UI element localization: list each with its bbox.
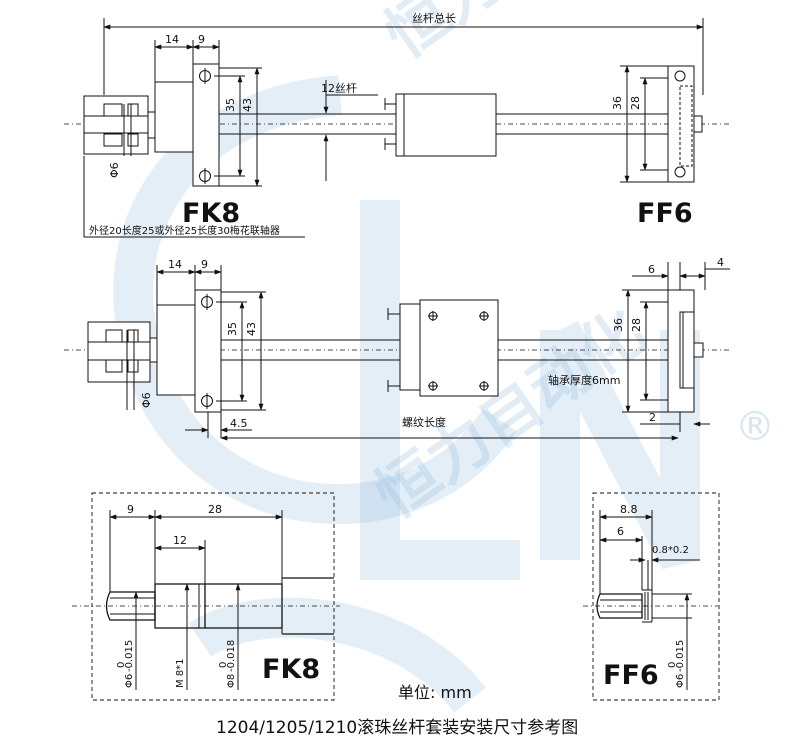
fk8-phi8: Φ8 bbox=[226, 674, 237, 688]
top-assembly-view: 丝杆总长 14 9 35 43 bbox=[64, 11, 730, 238]
mid-dim-2: 2 bbox=[649, 411, 656, 424]
bearing-thickness-label: 轴承厚度6mm bbox=[548, 373, 620, 387]
mid-dim-4-5: 4.5 bbox=[230, 417, 248, 430]
top-phi6: Φ6 bbox=[108, 162, 121, 178]
mid-phi6: Φ6 bbox=[140, 392, 153, 408]
ff6-dim-6: 6 bbox=[617, 525, 624, 538]
total-length-label: 丝杆总长 bbox=[412, 11, 456, 25]
fk8-phi6: Φ6 bbox=[124, 674, 135, 688]
fk8-phi8-tol-upper: 0 bbox=[218, 662, 229, 668]
ff6-phi6: Φ6 bbox=[675, 674, 686, 688]
middle-assembly-view: Φ6 14 9 35 43 4.5 bbox=[64, 256, 730, 441]
thread-length-label: 螺纹长度 bbox=[402, 415, 446, 429]
unit-label: 单位: mm bbox=[398, 683, 472, 702]
fk8-dim-12: 12 bbox=[173, 534, 187, 547]
fk8-detail-label: FK8 bbox=[262, 654, 320, 685]
fk8-m8: M 8*1 bbox=[175, 658, 186, 688]
coupling-note: 外径20长度25或外径25长度30梅花联轴器 bbox=[89, 224, 280, 237]
ff6-dim-8-8: 8.8 bbox=[620, 503, 638, 516]
screw-label: 12丝杆 bbox=[321, 81, 357, 95]
ff6-phi6-tol-upper: 0 bbox=[667, 662, 678, 668]
mid-dim-9: 9 bbox=[201, 258, 208, 271]
ff6-groove: 0.8*0.2 bbox=[652, 545, 689, 556]
top-dim-9: 9 bbox=[198, 33, 205, 46]
top-dim-14: 14 bbox=[165, 33, 179, 46]
fk8-detail: 9 28 12 Φ6 0 -0.015 M 8*1 Φ8 0 -0.018 FK… bbox=[72, 492, 340, 701]
watermark-text: 恒力自动化 bbox=[372, 0, 668, 72]
mid-dim-28: 28 bbox=[630, 318, 643, 332]
mid-dim-35: 35 bbox=[226, 322, 239, 336]
fk8-phi8-tol-lower: -0.018 bbox=[226, 640, 237, 672]
top-dim-43: 43 bbox=[241, 98, 254, 112]
ff6-detail: 8.8 6 0.8*0.2 Φ6 0 -0.015 FF6 bbox=[583, 492, 720, 701]
fk8-dim-28: 28 bbox=[208, 503, 222, 516]
top-ff6-label: FF6 bbox=[637, 198, 693, 229]
mid-dim-43: 43 bbox=[245, 322, 258, 336]
fk8-dim-9: 9 bbox=[127, 503, 134, 516]
mid-dim-4: 4 bbox=[717, 256, 724, 269]
top-dim-35: 35 bbox=[224, 98, 237, 112]
mid-dim-14: 14 bbox=[168, 258, 182, 271]
fk8-phi6-tol-lower: -0.015 bbox=[124, 640, 135, 672]
top-fk8-label: FK8 bbox=[182, 198, 240, 229]
registered-mark: ® bbox=[735, 404, 775, 450]
top-dim-28: 28 bbox=[629, 96, 642, 110]
top-dim-36: 36 bbox=[611, 96, 624, 110]
mid-dim-36: 36 bbox=[612, 318, 625, 332]
ff6-phi6-tol-lower: -0.015 bbox=[675, 640, 686, 672]
mid-dim-6: 6 bbox=[648, 263, 655, 276]
fk8-phi6-tol-upper: 0 bbox=[116, 662, 127, 668]
drawing-title: 1204/1205/1210滚珠丝杆套装安装尺寸参考图 bbox=[216, 718, 578, 738]
ff6-detail-label: FF6 bbox=[603, 660, 659, 691]
